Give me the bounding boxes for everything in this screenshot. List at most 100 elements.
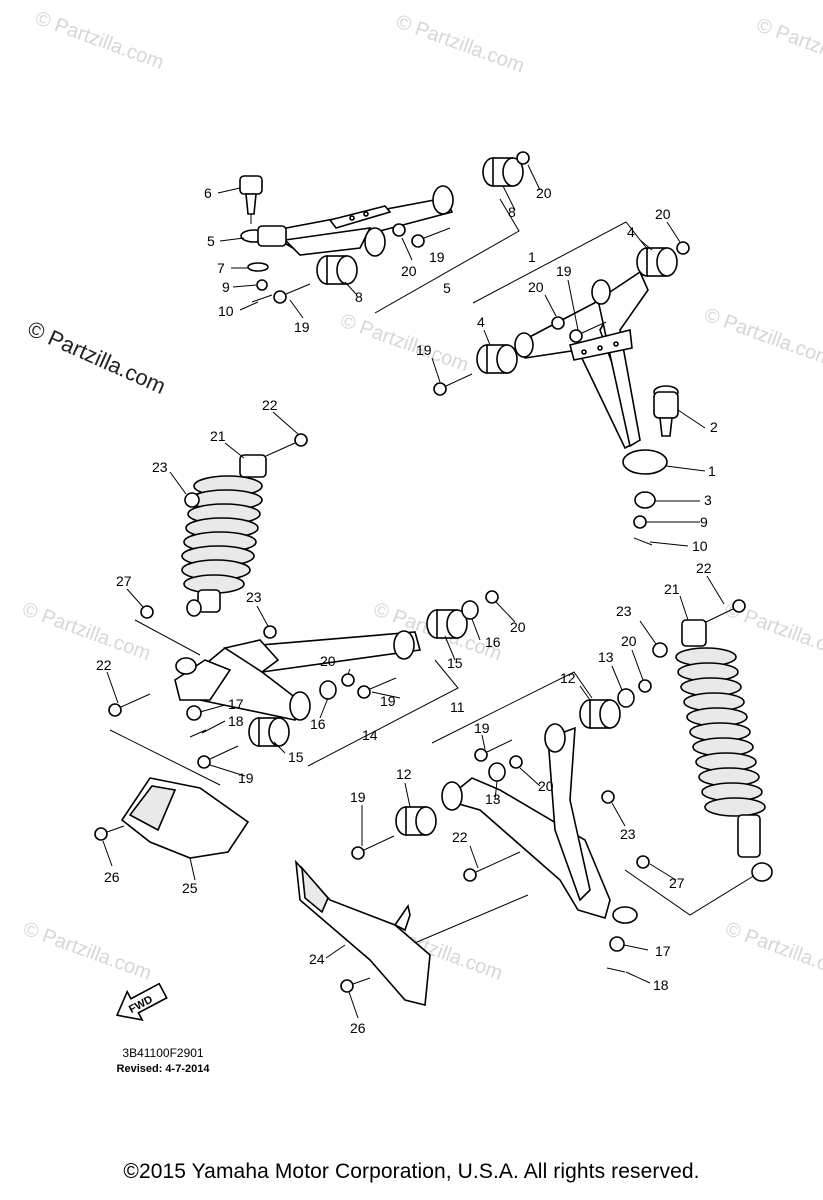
callout-8: 8 <box>355 289 363 305</box>
callout-13: 13 <box>485 791 501 807</box>
bushing-12a <box>579 699 621 729</box>
callout-19: 19 <box>238 770 254 786</box>
callout-23: 23 <box>616 603 632 619</box>
collar-4c <box>591 279 611 305</box>
nut-9a <box>256 279 268 291</box>
washer-13a <box>617 688 635 708</box>
nut-27b <box>636 855 650 869</box>
copyright-notice: ©2015 Yamaha Motor Corporation, U.S.A. A… <box>123 1160 700 1183</box>
cotter-pin-10a <box>251 294 273 303</box>
upper-arm-right <box>519 270 668 475</box>
watermark-tile: © Partzilla.com <box>701 304 823 371</box>
bolt-22c <box>463 851 521 882</box>
callout-10: 10 <box>218 303 234 319</box>
diagram-reference: 3B41100F2901 Revised: 4-7-2014 <box>98 1045 228 1077</box>
watermark-tile: © Partzilla.com <box>754 14 823 81</box>
callout-21: 21 <box>210 428 226 444</box>
callout-20: 20 <box>528 279 544 295</box>
callout-6: 6 <box>204 185 212 201</box>
callout-19: 19 <box>429 249 445 265</box>
circlip-7 <box>247 262 269 272</box>
callout-5: 5 <box>207 233 215 249</box>
ball-joint-lower <box>653 385 679 437</box>
callout-9: 9 <box>700 514 708 530</box>
collar-12d <box>441 781 463 811</box>
lower-arm-right <box>443 726 638 924</box>
bushing-4a <box>636 247 678 277</box>
callout-25: 25 <box>182 880 198 896</box>
nut-20d <box>551 316 565 330</box>
bolt-19g <box>474 739 513 762</box>
callout-2: 2 <box>710 419 718 435</box>
callout-7: 7 <box>217 260 225 276</box>
callout-17: 17 <box>228 696 244 712</box>
callout-20: 20 <box>538 778 554 794</box>
callout-1: 1 <box>708 463 716 479</box>
leader-11 <box>431 671 593 744</box>
bolt-19d <box>433 373 473 396</box>
leader-shock-right <box>624 869 761 916</box>
screw-26b <box>340 977 371 993</box>
callout-18: 18 <box>653 977 669 993</box>
callout-26: 26 <box>104 869 120 885</box>
collar-4d <box>514 332 534 358</box>
lower-arm-left <box>174 631 422 721</box>
callout-15: 15 <box>447 655 463 671</box>
nut-23d <box>652 642 668 658</box>
bushing-15b <box>248 717 290 747</box>
callout-9: 9 <box>222 279 230 295</box>
callout-27: 27 <box>669 875 685 891</box>
collar-15d <box>289 691 311 721</box>
bolt-19h <box>351 835 395 860</box>
callout-12: 12 <box>396 766 412 782</box>
nut-27a <box>140 605 154 619</box>
callout-leaders <box>102 164 725 1019</box>
callout-19: 19 <box>416 342 432 358</box>
nut-20g <box>638 679 652 693</box>
nut-17b <box>609 936 625 952</box>
callout-22: 22 <box>696 560 712 576</box>
washer-16a <box>461 600 479 620</box>
watermark-tile: © Partzilla.com <box>337 310 471 377</box>
callout-19: 19 <box>294 319 310 335</box>
nut-23b <box>263 625 277 639</box>
nut-23c <box>601 790 615 804</box>
callout-26: 26 <box>350 1020 366 1036</box>
nut-9b <box>633 515 647 529</box>
nut-20e <box>485 590 499 604</box>
bushing-8a <box>482 157 524 187</box>
callout-5: 5 <box>443 280 451 296</box>
callout-17: 17 <box>655 943 671 959</box>
leader-14 <box>307 659 459 767</box>
callout-24: 24 <box>309 951 325 967</box>
upper-arm-left <box>240 197 454 256</box>
collar-12c <box>544 723 566 753</box>
callout-10: 10 <box>692 538 708 554</box>
callout-16: 16 <box>310 716 326 732</box>
nut-20a <box>516 151 530 165</box>
cotter-pin-18a <box>189 729 207 738</box>
watermark-tile: © Partzilla.com <box>19 598 153 665</box>
callout-19: 19 <box>556 263 572 279</box>
callout-20: 20 <box>320 653 336 669</box>
callout-16: 16 <box>485 634 501 650</box>
bushing-12b <box>395 806 437 836</box>
collar-upper <box>364 185 454 257</box>
callout-13: 13 <box>598 649 614 665</box>
watermark-tile: © Partzilla.com <box>723 918 823 985</box>
fwd-label: FWD <box>127 994 155 1016</box>
callout-3: 3 <box>704 492 712 508</box>
nut-17a <box>186 705 202 721</box>
watermark-tile: © Partzilla.com <box>20 918 154 985</box>
callout-12: 12 <box>560 670 576 686</box>
bolt-22a <box>265 433 308 457</box>
callout-19: 19 <box>474 720 490 736</box>
nut-20c <box>676 241 690 255</box>
callout-8: 8 <box>508 204 516 220</box>
callout-23: 23 <box>152 459 168 475</box>
callout-15: 15 <box>288 749 304 765</box>
callout-14: 14 <box>362 727 378 743</box>
callout-23: 23 <box>620 826 636 842</box>
watermark-side: © Partzilla.com <box>24 316 170 399</box>
bolt-22d <box>705 599 746 623</box>
